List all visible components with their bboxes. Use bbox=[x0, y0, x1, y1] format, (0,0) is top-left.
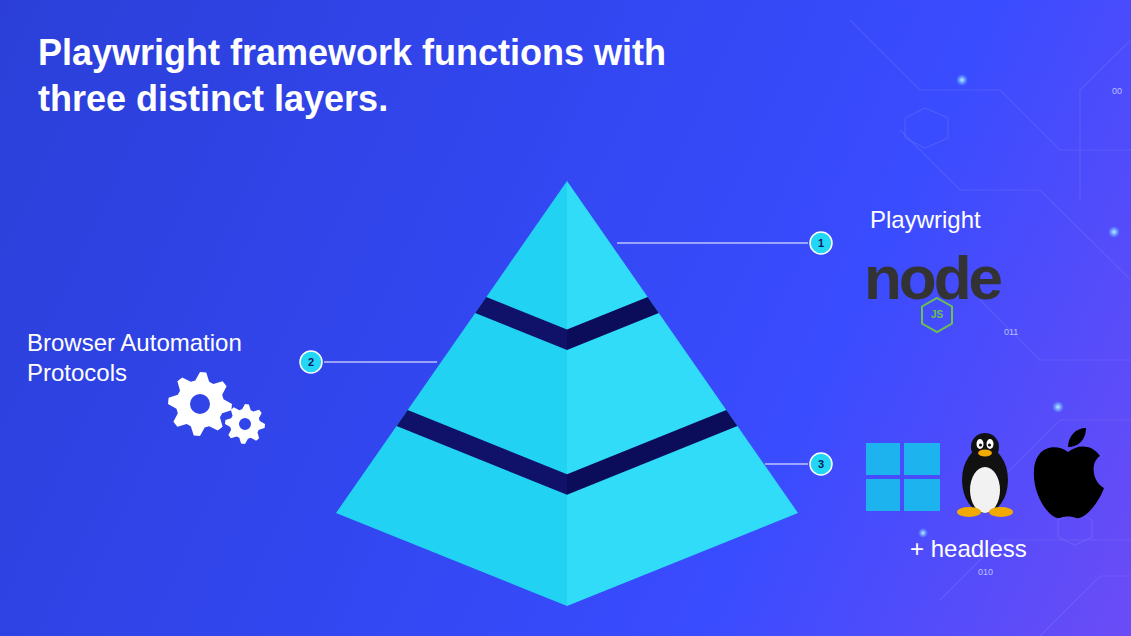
js-badge: JS bbox=[931, 309, 943, 321]
windows-pane bbox=[866, 479, 900, 511]
network-line bbox=[980, 300, 1131, 360]
background-network bbox=[850, 20, 1131, 636]
pyramid-divider bbox=[567, 410, 737, 495]
layer-name: Browser Automation Protocols bbox=[27, 328, 289, 388]
callout-circle: 1 bbox=[809, 231, 833, 255]
leader-line bbox=[617, 242, 808, 243]
tux-foot bbox=[957, 507, 981, 517]
network-line bbox=[1080, 40, 1131, 200]
callout-number: 1 bbox=[809, 231, 833, 255]
pyramid-divider bbox=[397, 410, 567, 495]
callout-number: 3 bbox=[809, 452, 833, 476]
callout-circle: 3 bbox=[809, 452, 833, 476]
callout-disc bbox=[810, 453, 832, 475]
pyramid-divider bbox=[567, 297, 659, 350]
tux-foot bbox=[989, 507, 1013, 517]
gears-icon bbox=[168, 372, 265, 444]
windows-pane bbox=[866, 443, 900, 475]
apple-logo bbox=[1034, 428, 1104, 518]
network-line bbox=[850, 20, 1131, 150]
pyramid bbox=[336, 181, 798, 606]
callout-disc bbox=[810, 232, 832, 254]
windows-pane bbox=[904, 479, 940, 511]
windows-pane bbox=[904, 443, 940, 475]
tux-pupil bbox=[988, 443, 991, 446]
background-digits: 011 bbox=[1004, 327, 1018, 337]
leader-line bbox=[324, 361, 437, 362]
gear-shape bbox=[168, 372, 232, 436]
tux-eye bbox=[977, 439, 984, 449]
layer-name: Playwright bbox=[870, 206, 981, 234]
linux-tux bbox=[957, 433, 1013, 517]
tux-pupil bbox=[979, 443, 982, 446]
platform-note: + headless bbox=[910, 535, 1027, 563]
callout-disc bbox=[300, 351, 322, 373]
hexagon-outline bbox=[905, 108, 948, 148]
network-line bbox=[1040, 576, 1131, 636]
tux-eye bbox=[987, 439, 994, 449]
background-digits: 00 bbox=[1112, 86, 1122, 96]
tux-beak bbox=[978, 450, 992, 457]
leader-lines bbox=[324, 243, 808, 464]
apple-leaf bbox=[1068, 428, 1086, 447]
glow-dot bbox=[1108, 226, 1120, 238]
nodejs-logo-text: node bbox=[864, 242, 1000, 313]
tux-belly bbox=[970, 467, 1000, 513]
pyramid-right-face bbox=[567, 181, 798, 606]
gear-shape bbox=[225, 404, 265, 444]
pyramid-left-face bbox=[336, 181, 567, 606]
callout-circle: 2 bbox=[299, 350, 323, 374]
callout-number: 2 bbox=[299, 350, 323, 374]
leader-line bbox=[765, 463, 808, 464]
background-digits: 010 bbox=[978, 567, 993, 577]
windows-logo bbox=[866, 443, 940, 511]
glow-dot bbox=[1052, 401, 1064, 413]
glow-dot bbox=[956, 74, 968, 86]
tux-head bbox=[971, 433, 999, 461]
pyramid-divider bbox=[475, 297, 567, 350]
apple-body bbox=[1034, 446, 1104, 518]
slide-title: Playwright framework functions with thre… bbox=[38, 30, 698, 122]
